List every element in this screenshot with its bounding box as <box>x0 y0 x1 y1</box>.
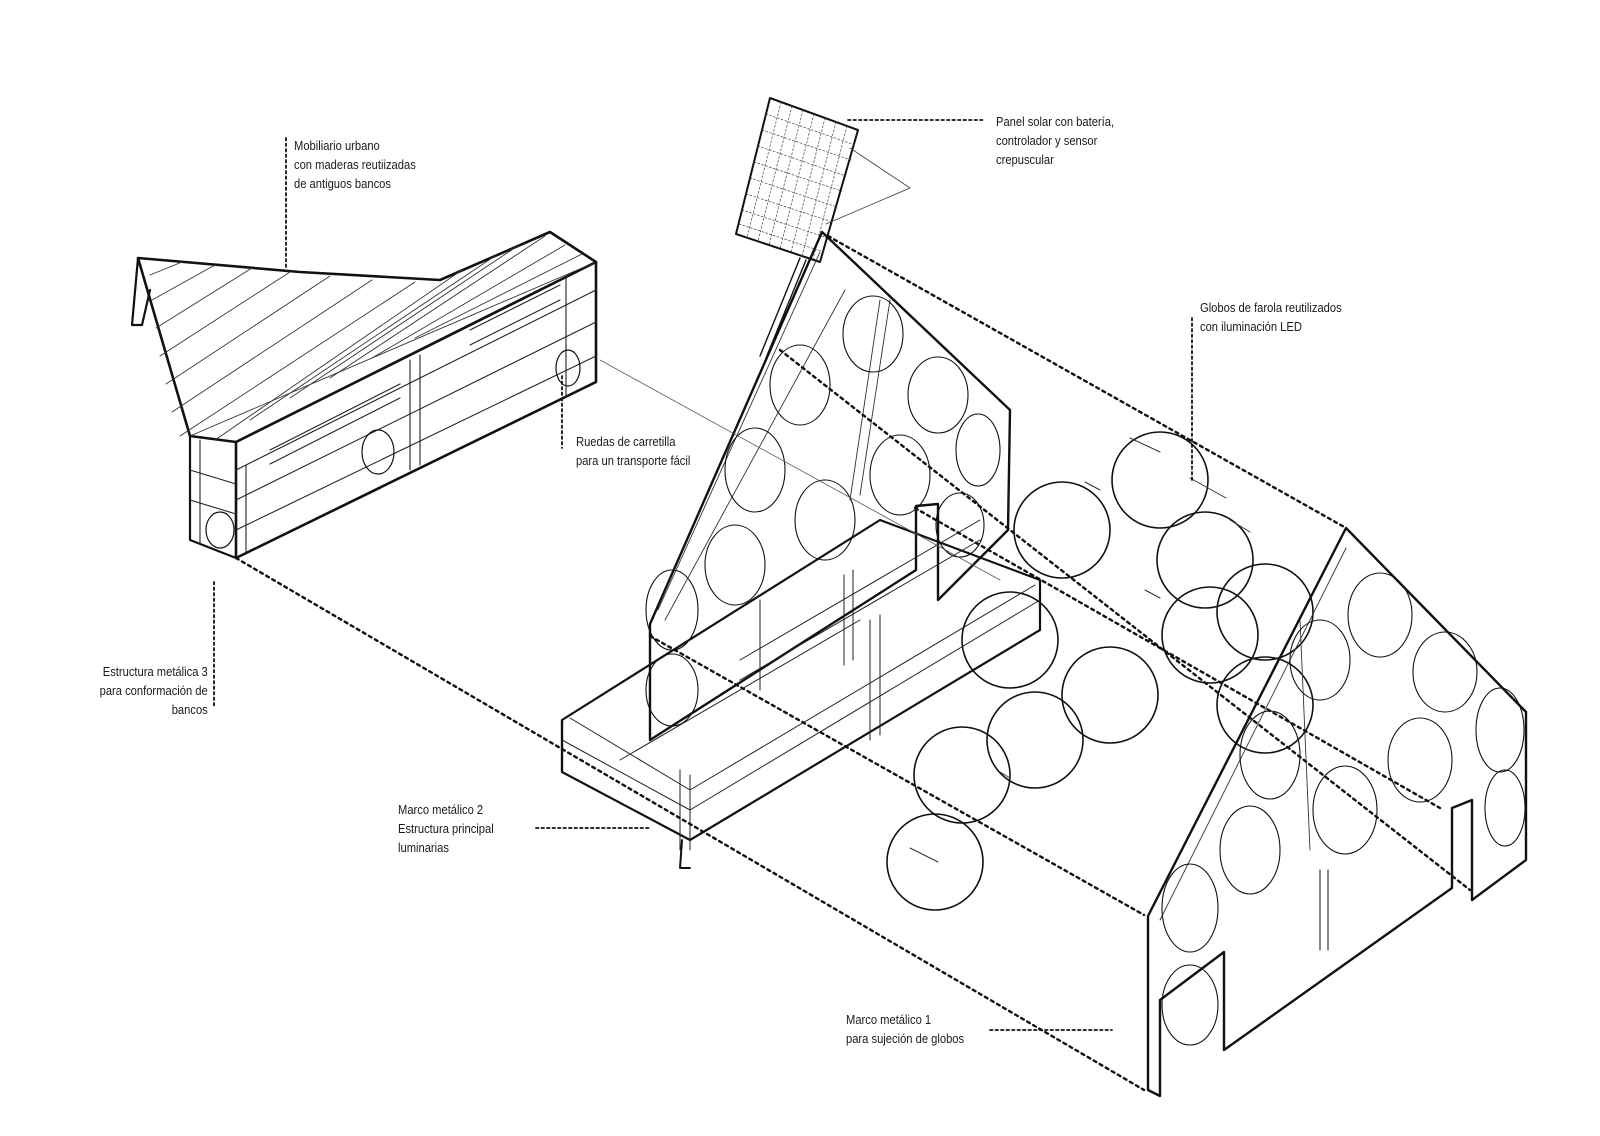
explode-lines <box>234 234 1472 1092</box>
street-lamp-globes <box>886 431 1314 911</box>
label-line: con iluminación LED <box>1200 319 1302 334</box>
label-line: para un transporte fácil <box>576 453 691 468</box>
label-line: crepuscular <box>996 152 1054 167</box>
label-ruedas-carretilla: Ruedas de carretilla para un transporte … <box>576 432 690 470</box>
label-panel-solar: Panel solar con batería, controlador y s… <box>996 112 1114 169</box>
solar-panel <box>735 97 911 359</box>
label-line: de antiguos bancos <box>294 176 391 191</box>
label-line: Globos de farola reutilizados <box>1200 300 1342 315</box>
label-line: Estructura principal <box>398 821 494 836</box>
label-line: Ruedas de carretilla <box>576 434 676 449</box>
metal-frame-2 <box>560 230 1042 869</box>
label-line: bancos <box>171 702 208 717</box>
label-marco-metalico-1: Marco metálico 1 para sujeción de globos <box>846 1010 964 1048</box>
metal-frame-1 <box>1146 526 1528 1098</box>
label-line: Marco metálico 2 <box>398 802 484 817</box>
label-line: Marco metálico 1 <box>846 1012 932 1027</box>
label-globos-farola: Globos de farola reutilizados con ilumin… <box>1200 298 1342 336</box>
label-line: Panel solar con batería, <box>996 114 1115 129</box>
label-line: controlador y sensor <box>996 133 1098 148</box>
label-line: Mobiliario urbano <box>294 138 380 153</box>
leader-lines <box>213 119 1193 1031</box>
label-line: luminarias <box>398 840 449 855</box>
bench-furniture <box>130 230 598 560</box>
label-line: con maderas reutiizadas <box>294 157 416 172</box>
label-estructura-metalica-3: Estructura metálica 3 para conformación … <box>100 662 208 719</box>
label-line: Estructura metálica 3 <box>102 664 208 679</box>
label-line: para sujeción de globos <box>846 1031 965 1046</box>
label-mobiliario-urbano: Mobiliario urbano con maderas reutiizada… <box>294 136 416 193</box>
label-line: para conformación de <box>99 683 208 698</box>
label-marco-metalico-2: Marco metálico 2 Estructura principal lu… <box>398 800 494 857</box>
